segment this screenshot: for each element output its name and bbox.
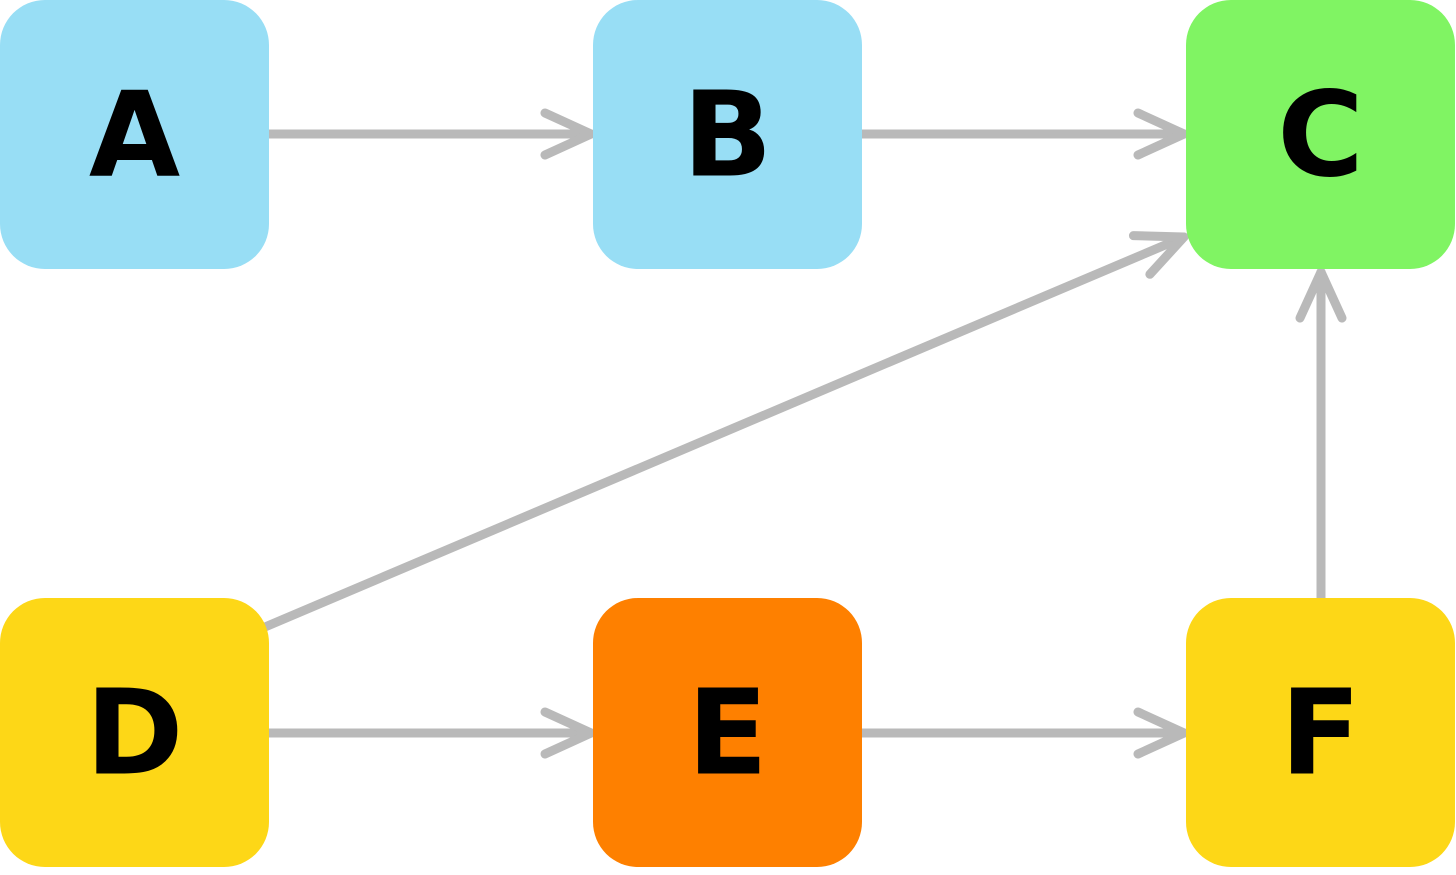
edge-a-to-b bbox=[260, 108, 596, 160]
node-c: C bbox=[1186, 0, 1455, 269]
edge-d-to-c bbox=[260, 231, 1189, 632]
edge-e-to-f bbox=[854, 707, 1189, 759]
node-label: F bbox=[1280, 664, 1361, 802]
edge-f-to-c bbox=[1295, 267, 1347, 605]
edge-b-to-c bbox=[854, 108, 1189, 160]
node-box bbox=[0, 0, 269, 269]
node-label: E bbox=[687, 664, 768, 802]
node-b: B bbox=[593, 0, 862, 269]
node-a: A bbox=[0, 0, 269, 269]
node-box bbox=[0, 598, 269, 867]
arrowhead-icon bbox=[1133, 108, 1189, 160]
edges-layer bbox=[260, 108, 1347, 759]
node-label: D bbox=[86, 664, 184, 802]
node-box bbox=[593, 598, 862, 867]
node-label: A bbox=[89, 66, 180, 204]
node-label: B bbox=[683, 66, 773, 204]
node-box bbox=[1186, 598, 1455, 867]
arrowhead-icon bbox=[1133, 707, 1189, 759]
node-box bbox=[593, 0, 862, 269]
edge-d-to-e bbox=[260, 707, 596, 759]
node-label: C bbox=[1277, 66, 1364, 204]
arrowhead-icon bbox=[1295, 267, 1347, 323]
node-box bbox=[1186, 0, 1455, 269]
node-d: D bbox=[0, 598, 269, 867]
node-e: E bbox=[593, 598, 862, 867]
node-f: F bbox=[1186, 598, 1455, 867]
edge-line bbox=[260, 232, 1189, 632]
arrowhead-icon bbox=[540, 108, 596, 160]
arrowhead-icon bbox=[540, 707, 596, 759]
arrowhead-icon bbox=[1128, 231, 1189, 279]
